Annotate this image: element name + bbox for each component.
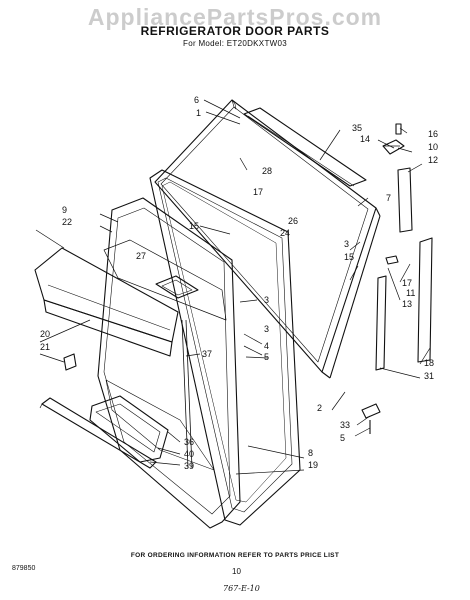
watermark: AppliancePartsPros.com bbox=[87, 4, 383, 30]
callout-15: 15 bbox=[189, 221, 199, 231]
shelf-bracket bbox=[63, 353, 77, 371]
callout-9: 9 bbox=[62, 205, 67, 215]
bottom-trim-strip bbox=[41, 397, 157, 469]
callout-3-mid: 3 bbox=[264, 295, 269, 305]
diagram-title: REFRIGERATOR DOOR PARTS bbox=[140, 24, 330, 38]
door-shelf bbox=[34, 247, 179, 357]
callout-2: 2 bbox=[317, 403, 322, 413]
callout-22: 22 bbox=[62, 217, 72, 227]
callout-13: 13 bbox=[402, 299, 412, 309]
door-top-trim bbox=[243, 107, 367, 187]
leader-lines bbox=[35, 99, 431, 475]
callout-31: 31 bbox=[424, 371, 434, 381]
model-number: For Model: ET20DKXTW03 bbox=[183, 39, 287, 48]
callout-36: 36 bbox=[184, 437, 194, 447]
handle-trim bbox=[375, 275, 387, 371]
callout-14: 14 bbox=[360, 134, 370, 144]
callout-15-right: 15 bbox=[344, 252, 354, 262]
callout-39: 39 bbox=[184, 461, 194, 471]
callout-40: 40 bbox=[184, 449, 194, 459]
callout-19: 19 bbox=[308, 460, 318, 470]
handwritten-note: 767-E-10 bbox=[223, 584, 260, 593]
callout-21: 21 bbox=[40, 342, 50, 352]
callout-26: 26 bbox=[288, 216, 298, 226]
callout-18: 18 bbox=[424, 358, 434, 368]
callout-1: 1 bbox=[196, 108, 201, 118]
callout-8: 8 bbox=[308, 448, 313, 458]
callout-33: 33 bbox=[340, 420, 350, 430]
callout-10: 10 bbox=[428, 142, 438, 152]
callout-16: 16 bbox=[428, 129, 438, 139]
callout-17: 17 bbox=[253, 187, 263, 197]
callout-24: 24 bbox=[280, 228, 290, 238]
ordering-information-note: FOR ORDERING INFORMATION REFER TO PARTS … bbox=[130, 552, 340, 559]
callout-37: 37 bbox=[202, 349, 212, 359]
callout-11: 11 bbox=[406, 288, 415, 298]
callout-labels: 6 1 35 14 16 10 12 28 7 17 26 24 15 9 22… bbox=[40, 95, 438, 471]
page-number: 10 bbox=[232, 567, 241, 576]
callout-27: 27 bbox=[136, 251, 146, 261]
callout-3-lower: 3 bbox=[264, 324, 269, 334]
callout-20: 20 bbox=[40, 329, 50, 339]
bottom-bin bbox=[89, 395, 169, 463]
hinge-pin-cover bbox=[397, 167, 413, 233]
diagram-code: 879850 bbox=[12, 565, 36, 572]
callout-5-lower: 5 bbox=[340, 433, 345, 443]
callout-5: 5 bbox=[264, 352, 269, 362]
door-side-trim bbox=[385, 237, 433, 363]
bottom-hinge bbox=[361, 403, 381, 434]
callout-6: 6 bbox=[194, 95, 199, 105]
callout-35: 35 bbox=[352, 123, 362, 133]
callout-17-right: 17 bbox=[402, 278, 412, 288]
callout-7: 7 bbox=[386, 193, 391, 203]
door-outer-panel bbox=[154, 99, 381, 379]
callout-28: 28 bbox=[262, 166, 272, 176]
callout-3: 3 bbox=[344, 239, 349, 249]
callout-4: 4 bbox=[264, 341, 269, 351]
inner-door-liner bbox=[97, 197, 241, 529]
butter-compartment bbox=[155, 275, 199, 299]
callout-12: 12 bbox=[428, 155, 438, 165]
